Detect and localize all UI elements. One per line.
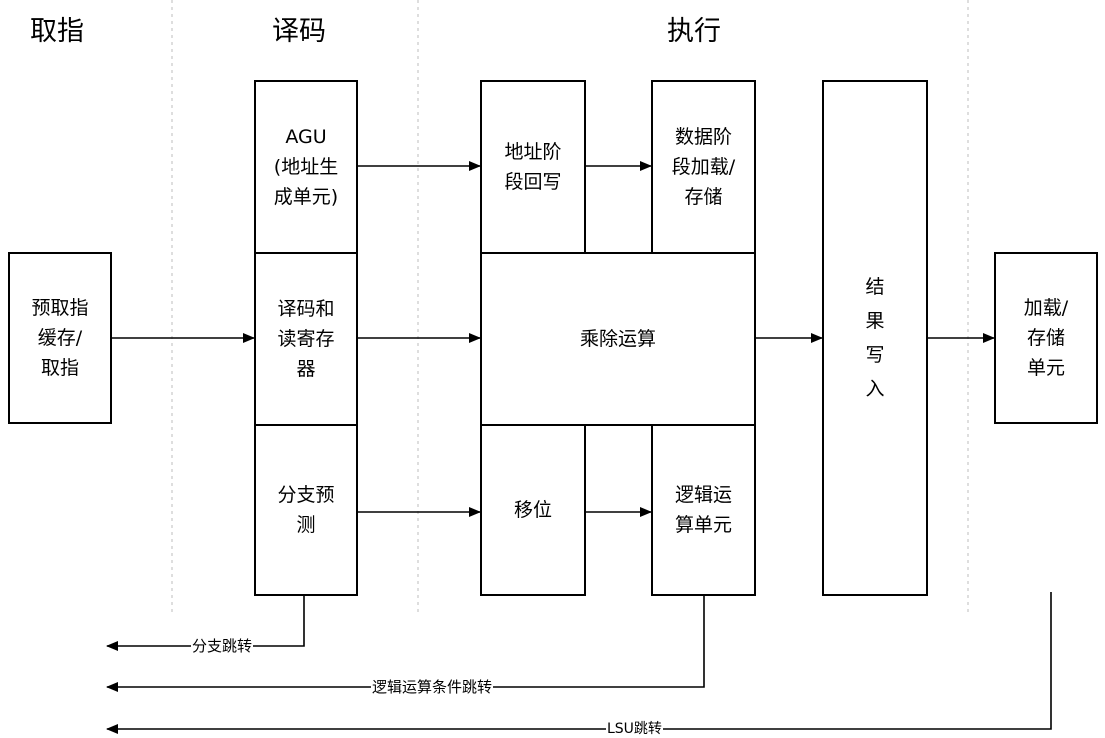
mul-div-label: 乘除运算: [579, 328, 656, 350]
lsu-block: 加载/ 存储 单元: [994, 252, 1098, 424]
logic-unit-label: 逻辑运 算单元: [674, 484, 732, 536]
stage-fetch-title: 取指: [30, 16, 84, 47]
decode-read-label: 译码和 读寄存 器: [277, 298, 335, 380]
shift-label: 移位: [513, 499, 552, 521]
agu-label: AGU (地址生 成单元): [273, 126, 339, 208]
writeback-block: 结 果 写 入: [822, 80, 928, 596]
arrow-logic-cond-jump: [106, 594, 705, 692]
stage-execute-title: 执行: [667, 16, 721, 47]
stage-decode-title: 译码: [272, 16, 326, 47]
addr-writeback-block: 地址阶 段回写: [480, 80, 586, 254]
branch-predict-label: 分支预 测: [277, 484, 335, 536]
mul-div-block: 乘除运算: [480, 252, 756, 426]
arrow-branch-jump: [106, 594, 305, 651]
lsu-label: 加载/ 存储 单元: [1023, 297, 1069, 379]
writeback-label: 结 果 写 入: [865, 276, 885, 400]
decode-read-block: 译码和 读寄存 器: [254, 252, 358, 426]
arrow-lsu-jump: [106, 592, 1052, 734]
logic-cond-jump-label: 逻辑运算条件跳转: [371, 678, 494, 696]
shift-block: 移位: [480, 424, 586, 596]
branch-jump-label: 分支跳转: [191, 637, 254, 655]
data-load-store-block: 数据阶 段加载/ 存储: [651, 80, 756, 254]
addr-writeback-label: 地址阶 段回写: [504, 141, 562, 193]
logic-unit-block: 逻辑运 算单元: [651, 424, 756, 596]
prefetch-label: 预取指 缓存/ 取指: [31, 297, 89, 379]
branch-predict-block: 分支预 测: [254, 424, 358, 596]
agu-block: AGU (地址生 成单元): [254, 80, 358, 254]
data-load-store-label: 数据阶 段加载/ 存储: [671, 126, 736, 208]
prefetch-block: 预取指 缓存/ 取指: [8, 252, 112, 424]
lsu-jump-label: LSU跳转: [606, 720, 663, 738]
